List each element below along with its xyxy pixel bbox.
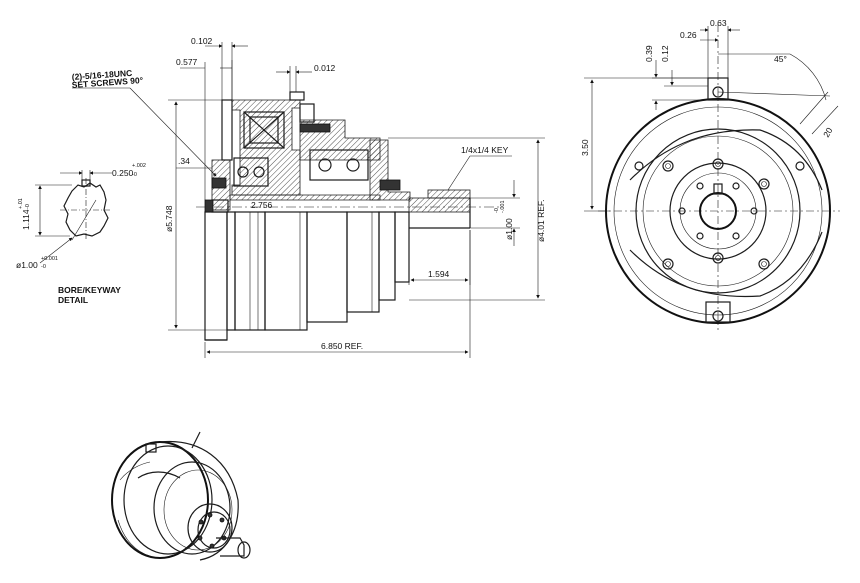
detail-caption-line1: BORE/KEYWAY [58, 285, 121, 295]
dim-100-bore-tol-up: +0.001 [41, 256, 58, 262]
dim-039: 0.39 [644, 45, 708, 110]
dim-012: 0.12 [660, 45, 708, 87]
set-screws-callout: (2)-5/16-18UNC SET SCREWS 90° [71, 68, 217, 177]
dim-20: 20 [799, 91, 839, 139]
dim-2756-label: 2.756 [251, 200, 273, 210]
bearing-left [233, 157, 269, 187]
dim-1114: 1.114 +.01 -0 [18, 184, 72, 237]
bore-keyway-detail: 0.250 +.002 -0 1.114 +.01 -0 ø1.00 +0.00… [16, 163, 146, 305]
dim-039-label: 0.39 [644, 45, 654, 62]
dim-350-label: 3.50 [580, 139, 590, 156]
dim-2756: 2.756 [205, 200, 310, 213]
dim-100-shaft-label: ø1.00 [504, 218, 514, 240]
dim-0012: 0.012 [276, 63, 336, 92]
dim-026-label: 0.26 [680, 30, 697, 40]
upper-section [204, 91, 471, 213]
dim-5748: ø5.748 [164, 99, 235, 331]
dim-034: .34 [176, 156, 212, 169]
dim-401: ø4.01 REF. [388, 137, 546, 301]
dim-100-bore-tol-dn: -0 [41, 264, 46, 270]
dim-6850: 6.850 REF. [204, 230, 471, 358]
dim-1114-tol-up: +.01 [18, 198, 24, 209]
dim-45deg: 45° [717, 53, 831, 101]
section-view: 0.102 0.577 0.012 (2)-5/16-18UNC SET SCR… [71, 36, 546, 358]
dim-1114-tol-dn: -0 [25, 204, 31, 209]
dim-0250-tol-up: +.002 [132, 163, 146, 169]
dim-401-label: ø4.01 REF. [536, 199, 546, 242]
dim-100-shaft-tol-up: -0 [494, 208, 500, 213]
dim-063-label: 0.63 [710, 18, 727, 28]
coil-box [243, 111, 285, 149]
dim-0250-label: 0.250 [112, 168, 134, 178]
set-screws-line1: (2)-5/16-18UNC [71, 68, 132, 82]
lower-body [204, 198, 471, 341]
dim-100-shaft: ø1.00 -0 -.001 [470, 180, 520, 246]
detail-caption-line2: DETAIL [58, 295, 88, 305]
key-label: 1/4x1/4 KEY [461, 145, 509, 155]
dim-6850-label: 6.850 REF. [321, 341, 363, 351]
dim-5748-label: ø5.748 [164, 205, 174, 232]
dim-350: 3.50 [580, 77, 708, 212]
dim-100-bore: ø1.00 +0.001 -0 [16, 237, 73, 270]
dim-0577-label: 0.577 [176, 57, 198, 67]
bore-gear-outline [60, 178, 112, 241]
key [427, 189, 471, 199]
dim-0250-detail: 0.250 +.002 -0 [60, 163, 146, 180]
front-bolt-holes [634, 158, 805, 270]
dim-1594: 1.594 [408, 230, 471, 285]
dim-0012-label: 0.012 [314, 63, 336, 73]
dim-026: 0.26 [680, 30, 719, 42]
dim-45-label: 45° [774, 54, 787, 64]
key-callout: 1/4x1/4 KEY [447, 145, 512, 191]
dim-100-shaft-tol-dn: -.001 [500, 200, 506, 213]
front-view: 0.63 0.26 0.39 0.12 45° [580, 18, 840, 330]
dim-0102-label: 0.102 [191, 36, 213, 46]
dim-20-label: 20 [821, 126, 835, 139]
bearing-right [309, 149, 369, 181]
dim-100-bore-label: ø1.00 [16, 260, 38, 270]
dim-0250-tol-dn: -0 [132, 172, 137, 178]
isometric-view [111, 431, 251, 561]
dim-034-label: .34 [178, 156, 190, 166]
dim-063: 0.63 [700, 18, 740, 80]
dim-1594-label: 1.594 [428, 269, 450, 279]
dim-0577: 0.577 [176, 57, 233, 200]
dim-012-label: 0.12 [660, 45, 670, 62]
dim-1114-label: 1.114 [21, 209, 31, 230]
